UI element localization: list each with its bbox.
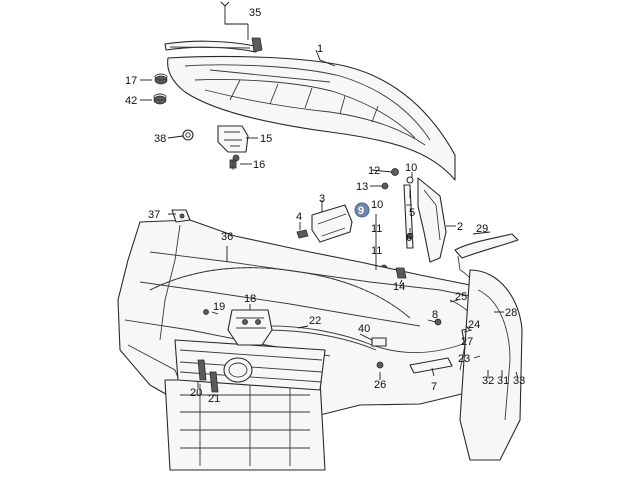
bracket-3 xyxy=(311,204,353,243)
callout-37: 37 xyxy=(148,209,160,221)
callout-11a: 11 xyxy=(371,223,382,235)
retainer-6 xyxy=(406,232,414,240)
callout-26: 26 xyxy=(374,379,386,391)
callout-12: 12 xyxy=(368,165,380,177)
bumper-stop-17 xyxy=(154,73,168,85)
callout-31: 31 xyxy=(497,375,509,387)
callout-36: 36 xyxy=(221,231,233,243)
callout-19: 19 xyxy=(213,301,225,313)
callout-24: 24 xyxy=(468,319,480,331)
callout-11b: 11 xyxy=(371,245,382,257)
bolt-20 xyxy=(197,359,207,381)
callout-28: 28 xyxy=(505,307,517,319)
handle-lever-7 xyxy=(409,357,453,374)
callout-22: 22 xyxy=(309,315,321,327)
callout-1: 1 xyxy=(317,43,323,55)
gas-strut-5 xyxy=(403,184,414,249)
radiator-support xyxy=(164,379,326,471)
bumper-stop-42 xyxy=(153,93,167,105)
callout-2: 2 xyxy=(457,221,463,233)
callout-18: 18 xyxy=(244,293,256,305)
bolt-4 xyxy=(296,229,309,239)
hood-lock-18 xyxy=(227,309,273,346)
cable-clip-40 xyxy=(371,337,387,347)
clip-37 xyxy=(171,209,191,223)
hood-hinge-2 xyxy=(417,177,447,263)
callout-4: 4 xyxy=(296,211,302,223)
bolt-13 xyxy=(381,182,389,190)
callout-21: 21 xyxy=(208,393,220,405)
callout-38: 38 xyxy=(154,133,166,145)
hood-seal-36 xyxy=(149,267,411,319)
callout-8: 8 xyxy=(432,309,438,321)
callout-33: 33 xyxy=(513,375,525,387)
clip-10 xyxy=(406,176,414,184)
callout-13: 13 xyxy=(356,181,368,193)
callout-35: 35 xyxy=(249,7,261,19)
bolt-12 xyxy=(391,168,399,176)
callout-3: 3 xyxy=(319,193,325,205)
bolt-16 xyxy=(229,159,237,170)
bolt-14 xyxy=(395,267,407,279)
callout-7: 7 xyxy=(431,381,437,393)
callout-16: 16 xyxy=(253,159,265,171)
callout-5: 5 xyxy=(409,207,415,219)
clip-26 xyxy=(376,361,384,369)
callout-25: 25 xyxy=(455,291,467,303)
callout-17: 17 xyxy=(125,75,137,87)
callout-9: 9 xyxy=(358,205,364,217)
wheel-arch-right xyxy=(459,269,523,461)
callout-23: 23 xyxy=(458,353,470,365)
leader-lines xyxy=(140,1,519,396)
callout-10b: 10 xyxy=(371,199,383,211)
hood-panel xyxy=(167,55,456,181)
plug-38 xyxy=(182,129,194,141)
callout-14: 14 xyxy=(393,281,405,293)
callout-42: 42 xyxy=(125,95,137,107)
callout-15: 15 xyxy=(260,133,272,145)
callout-32: 32 xyxy=(482,375,494,387)
callout-6: 6 xyxy=(406,232,412,244)
callout-10a: 10 xyxy=(405,162,417,174)
callout-20: 20 xyxy=(190,387,202,399)
bolt-21 xyxy=(209,371,219,393)
highlight-badge-9[interactable]: 9 xyxy=(354,202,370,218)
hood-latch-15 xyxy=(217,125,249,162)
callout-29: 29 xyxy=(476,223,488,235)
bolt-19 xyxy=(203,309,209,315)
callout-40: 40 xyxy=(358,323,370,335)
callout-27: 27 xyxy=(461,336,473,348)
hood-seal-strip xyxy=(164,37,263,53)
